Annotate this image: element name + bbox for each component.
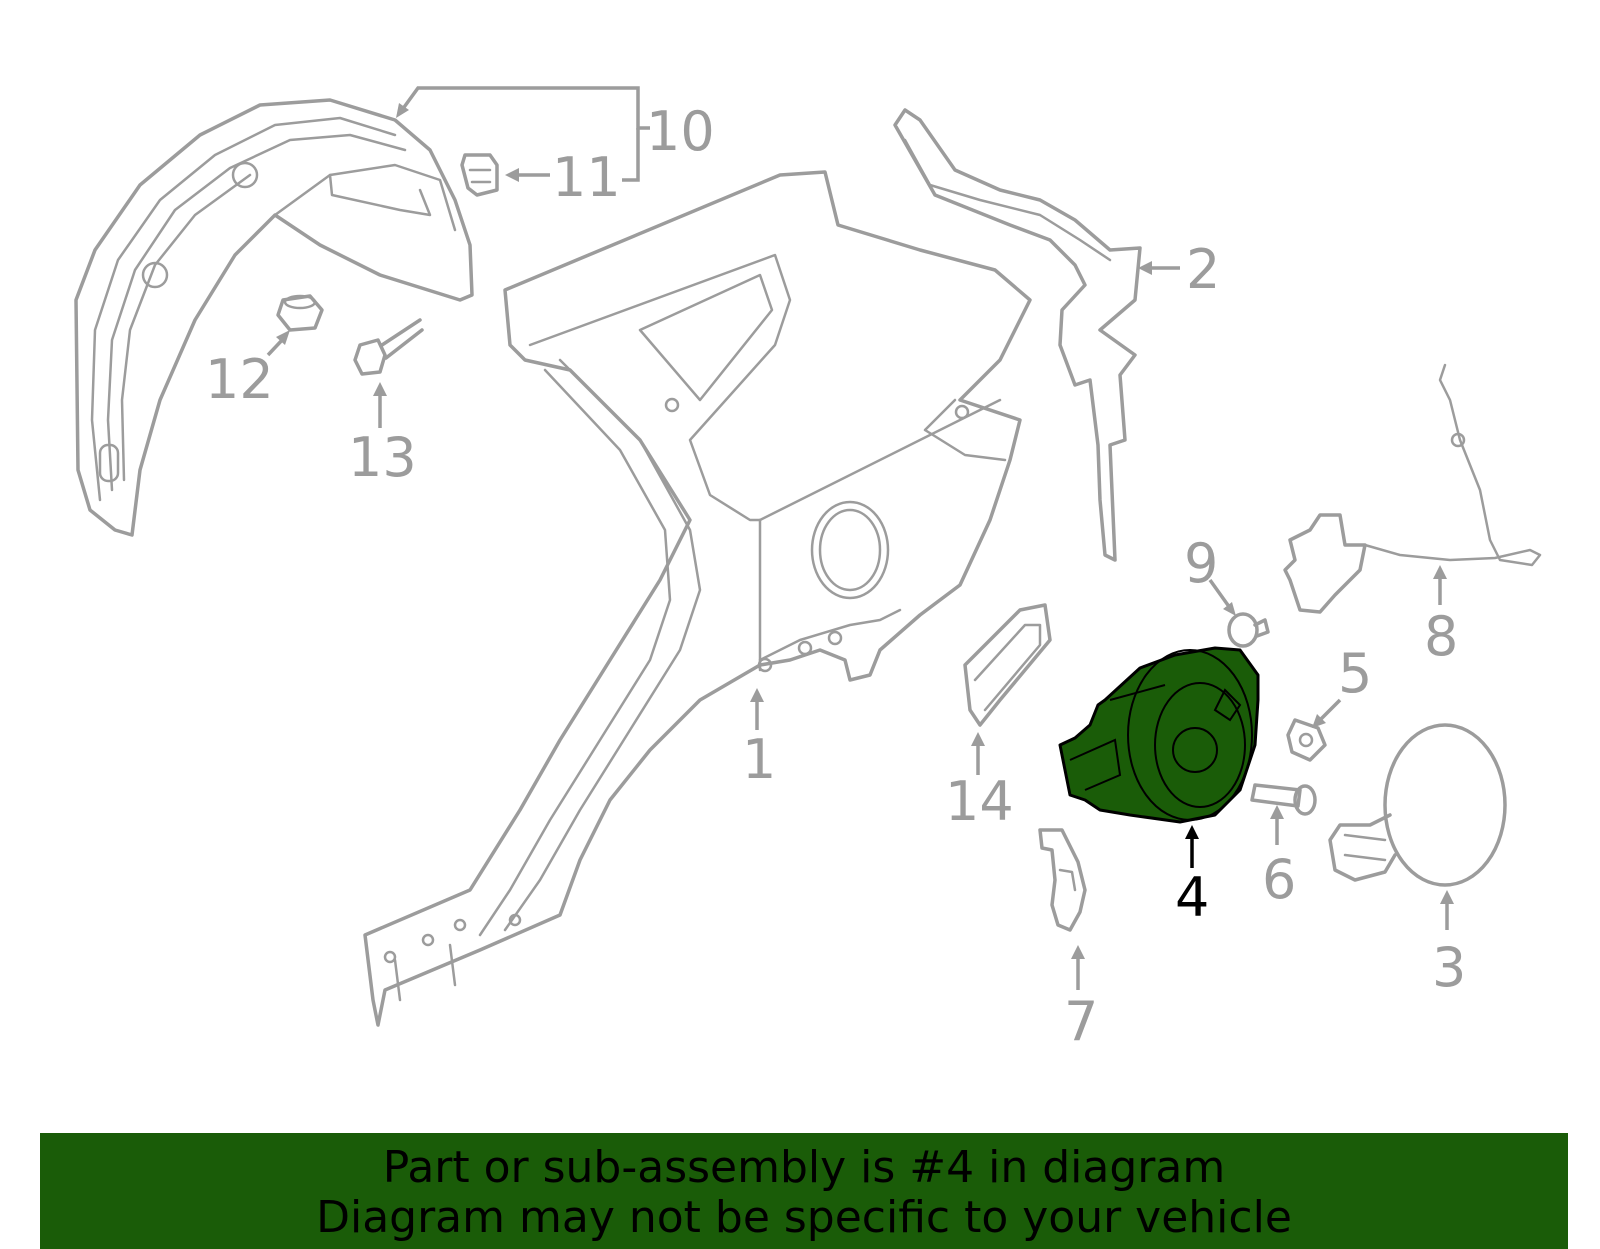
- callout-9: 9: [1184, 532, 1218, 595]
- callout-1: 1: [742, 728, 776, 791]
- callout-3: 3: [1432, 936, 1466, 999]
- callout-4: 4: [1175, 866, 1209, 929]
- callout-5: 5: [1338, 642, 1372, 705]
- callout-11: 11: [552, 146, 621, 209]
- info-banner: Part or sub-assembly is #4 in diagram Di…: [40, 1133, 1568, 1249]
- parts-diagram: 1 2 3 4 5 6 7 8 9 10 11 12 13 14: [74, 86, 1542, 1053]
- part-nut: [276, 294, 324, 332]
- part-reinforcement: [893, 108, 1142, 562]
- callout-14: 14: [945, 770, 1014, 833]
- part-bolt: [1250, 783, 1317, 816]
- part-wheel-liner: [74, 98, 474, 537]
- callout-labels: 1 2 3 4 5 6 7 8 9 10 11 12 13 14: [205, 100, 1466, 1053]
- part-fuel-door: [1328, 723, 1507, 887]
- callout-2: 2: [1186, 238, 1220, 301]
- part-grommet: [1227, 612, 1270, 648]
- callout-6: 6: [1262, 848, 1296, 911]
- callout-13: 13: [348, 426, 417, 489]
- part-release-cable: [1283, 363, 1542, 614]
- callout-10: 10: [646, 100, 715, 163]
- part-retainer: [1286, 718, 1327, 762]
- part-bracket: [1038, 828, 1087, 932]
- banner-line-disclaimer: Diagram may not be specific to your vehi…: [316, 1192, 1292, 1243]
- callout-7: 7: [1064, 990, 1098, 1053]
- part-clip: [460, 153, 499, 197]
- part-screw: [353, 318, 424, 376]
- leader-lines: [266, 86, 1454, 990]
- banner-line-part-number: Part or sub-assembly is #4 in diagram: [382, 1142, 1226, 1193]
- part-trim-panel: [963, 603, 1052, 727]
- callout-8: 8: [1424, 605, 1458, 668]
- part-fuel-filler-housing: [1058, 646, 1260, 824]
- callout-12: 12: [205, 348, 274, 411]
- part-quarter-panel: [363, 170, 1032, 1027]
